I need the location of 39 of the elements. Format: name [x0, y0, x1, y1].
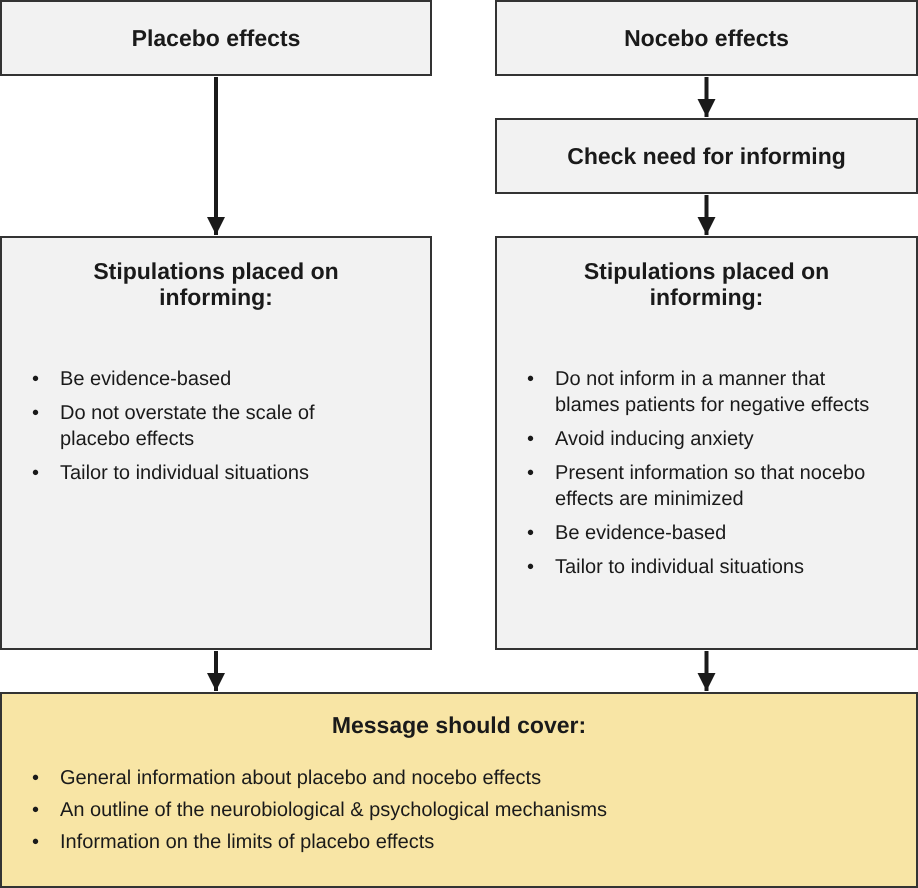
process-box: [495, 118, 918, 194]
process-box: [495, 0, 918, 76]
bullet-marker: •: [32, 401, 40, 426]
arrow: [207, 651, 225, 691]
bullet-marker: •: [527, 461, 536, 486]
bullet-item: Tailor to individual situations: [60, 461, 310, 486]
arrow: [698, 77, 716, 117]
bullet-item: Information on the limits of placebo effects: [60, 830, 434, 855]
box-heading: Message should cover:: [330, 712, 588, 738]
bullet-item: Be evidence-based: [555, 521, 728, 546]
box-heading: Check need for informing: [567, 142, 846, 171]
bullet-marker: •: [527, 367, 536, 392]
bullet-marker: •: [527, 555, 536, 580]
bullet-marker: •: [527, 427, 536, 452]
box-heading: Stipulations placed on informing:: [92, 258, 340, 310]
bullet-item: An outline of the neurobiological & psychological mechanisms: [60, 798, 607, 823]
arrow: [698, 651, 716, 691]
process-box: [0, 0, 432, 76]
stipulations-box: [0, 236, 432, 650]
bullet-marker: •: [32, 367, 40, 392]
bullet-marker: •: [527, 521, 536, 546]
box-heading: Nocebo effects: [624, 24, 789, 53]
bullet-item: Do not inform in a manner that blames patients for negative effects: [555, 367, 870, 418]
message-box: [0, 692, 918, 888]
bullet-item: Tailor to individual situations: [555, 555, 806, 580]
bullet-marker: •: [32, 830, 40, 855]
box-heading: Placebo effects: [132, 24, 300, 53]
box-heading: Stipulations placed on informing:: [582, 258, 830, 310]
bullet-item: Be evidence-based: [60, 367, 232, 392]
bullet-marker: •: [32, 461, 40, 486]
bullet-item: Avoid inducing anxiety: [555, 427, 755, 452]
bullet-item: General information about placebo and nocebo effects: [60, 766, 542, 791]
bullet-marker: •: [32, 798, 40, 823]
bullet-item: Do not overstate the scale of placebo effects: [60, 401, 316, 452]
arrow: [698, 195, 716, 235]
stipulations-box: [495, 236, 918, 650]
bullet-marker: •: [32, 766, 40, 791]
bullet-item: Present information so that nocebo effects are minimized: [555, 461, 866, 512]
arrow: [207, 77, 225, 235]
